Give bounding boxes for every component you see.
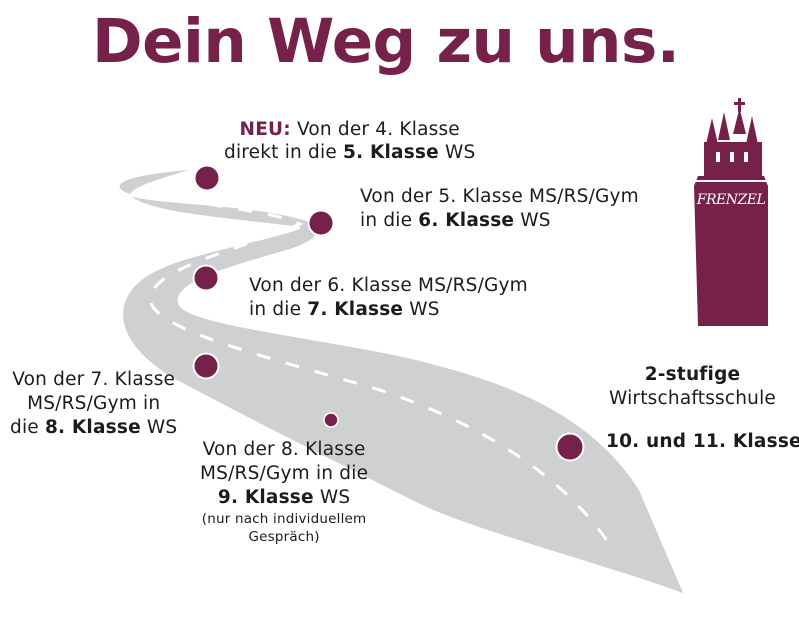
label-emphasis: NEU:: [239, 119, 291, 140]
label-text: WS: [313, 487, 351, 508]
label-line: Von der 7. Klasse: [10, 368, 177, 392]
label-line: Wirtschaftsschule: [609, 387, 776, 411]
castle-tower-icon: FRENZEL: [694, 98, 768, 326]
label-line: 10. und 11. Klasse: [606, 430, 799, 454]
label-note: (nur nach individuellem: [201, 511, 367, 527]
label-line: NEU: Von der 4. Klasse: [224, 118, 475, 141]
logo-text: FRENZEL: [696, 192, 766, 208]
stop-marker-6: [555, 432, 585, 462]
stop-marker-4: [192, 352, 220, 380]
label-text: die: [10, 417, 45, 438]
label-line: Von der 5. Klasse MS/RS/Gym: [360, 185, 639, 209]
label-line: 9. Klasse WS: [200, 486, 368, 510]
label-text: Von der 6. Klasse MS/RS/Gym: [249, 275, 528, 296]
label-text: MS/RS/Gym in die: [200, 463, 369, 484]
label-emphasis: 2-stufige: [644, 364, 741, 385]
label-emphasis: 8. Klasse: [44, 417, 141, 438]
label-emphasis: 10. und 11. Klasse: [606, 431, 799, 452]
lane-markings: [148, 190, 612, 546]
label-text: Von der 7. Klasse: [12, 369, 176, 390]
label-text: Wirtschaftsschule: [609, 388, 777, 409]
label-text: Von der 4. Klasse: [290, 119, 460, 140]
label-line: direkt in die 5. Klasse WS: [224, 141, 475, 164]
stop-marker-2: [307, 209, 335, 237]
label-line: Von der 8. Klasse: [200, 438, 368, 462]
label-text: Von der 8. Klasse: [202, 439, 366, 460]
stop-marker-3: [192, 264, 220, 292]
label-line: in die 6. Klasse WS: [360, 209, 639, 233]
label-text: WS: [438, 142, 476, 163]
label-text: direkt in die: [224, 142, 344, 163]
label-text: WS: [514, 210, 551, 231]
label-emphasis: 6. Klasse: [418, 210, 515, 231]
label-line: MS/RS/Gym in: [10, 392, 177, 416]
stop-marker-5: [323, 412, 339, 428]
label-emphasis: 5. Klasse: [343, 142, 439, 163]
label-line: 2-stufige: [609, 363, 776, 387]
label-emphasis: 7. Klasse: [307, 299, 404, 320]
stop-label-7: 10. und 11. Klasse: [606, 430, 799, 454]
label-line: in die 7. Klasse WS: [249, 298, 528, 322]
label-text: Von der 5. Klasse MS/RS/Gym: [360, 186, 639, 207]
label-line: Von der 6. Klasse MS/RS/Gym: [249, 274, 528, 298]
label-line: MS/RS/Gym in die: [200, 462, 368, 486]
label-text: MS/RS/Gym in: [27, 393, 161, 414]
label-text: WS: [140, 417, 178, 438]
label-text: in die: [249, 299, 308, 320]
label-emphasis: 9. Klasse: [217, 487, 314, 508]
label-line: die 8. Klasse WS: [10, 416, 177, 440]
label-text: in die: [360, 210, 419, 231]
page-title: Dein Weg zu uns.: [92, 6, 680, 77]
stop-marker-1: [193, 164, 221, 192]
label-text: WS: [403, 299, 440, 320]
label-note: Gespräch): [248, 529, 320, 545]
